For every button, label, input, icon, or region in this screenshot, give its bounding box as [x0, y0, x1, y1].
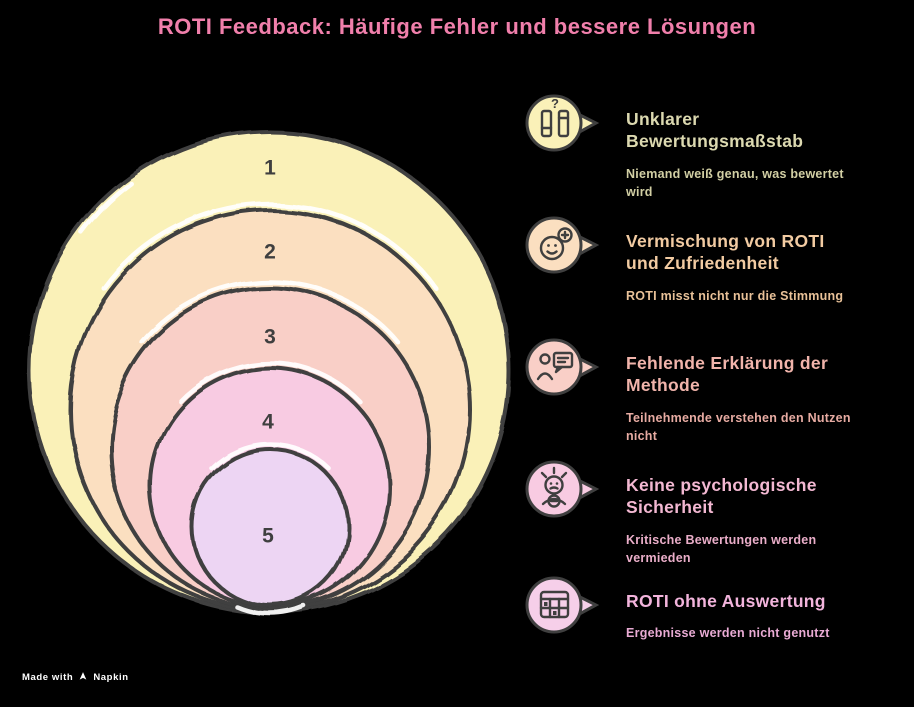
stressed-person-glyph: [540, 466, 568, 508]
legend-item-keine-sicherheit: Keine psychologische Sicherheit Kritisch…: [524, 456, 904, 567]
ring-3-number: 3: [264, 326, 276, 349]
report-table-icon: [525, 576, 600, 634]
legend-item-unklarer-bewertungsmassstab: ? Unklarer Bewertungsmaßstab Niemand wei…: [524, 90, 904, 201]
item-subtitle: Niemand weiß genau, was bewertet wird: [626, 166, 844, 199]
sketch-highlight: [61, 201, 479, 619]
item-title: ROTI ohne Auswertung: [626, 591, 826, 611]
report-table-glyph: [539, 590, 570, 619]
ring-5-number: 5: [262, 525, 274, 548]
ring-1-number: 1: [264, 157, 276, 180]
made-with-label: Made with: [22, 672, 74, 683]
rating-scale-question-icon: ?: [525, 94, 600, 152]
item-subtitle: Kritische Bewertungen werden vermieden: [626, 532, 817, 565]
legend-item-fehlende-erklaerung: Fehlende Erklärung der Methode Teilnehme…: [524, 334, 904, 445]
legend-item-roti-ohne-auswertung: ROTI ohne Auswertung Ergebnisse werden n…: [524, 572, 904, 643]
sketch-highlight: [184, 441, 356, 613]
item-subtitle: Ergebnisse werden nicht genutzt: [626, 626, 830, 641]
item-subtitle: Teilnehmende verstehen den Nutzen nicht: [626, 410, 851, 443]
person-explaining-glyph: [536, 351, 574, 381]
item-title: Fehlende Erklärung der Methode: [626, 353, 829, 396]
made-with-napkin: Made with Napkin: [22, 672, 129, 683]
smiley-plus-icon: [525, 216, 600, 274]
ring-5: [190, 447, 350, 607]
page-title: ROTI Feedback: Häufige Fehler und besser…: [157, 14, 757, 39]
legend-item-vermischung: Vermischung von ROTI und Zufriedenheit R…: [524, 212, 904, 305]
item-subtitle: ROTI misst nicht nur die Stimmung: [626, 288, 844, 303]
ring-4-number: 4: [262, 411, 274, 434]
item-title: Unklarer Bewertungsmaßstab: [626, 109, 804, 152]
napkin-brand: Napkin: [93, 672, 129, 683]
rating-scale-glyph: ?: [540, 96, 570, 138]
stressed-person-icon: [525, 460, 600, 518]
ring-2-number: 2: [264, 241, 276, 264]
nested-circles-diagram: 1 2 3 4 5: [28, 130, 512, 619]
item-title: Vermischung von ROTI und Zufriedenheit: [626, 231, 825, 274]
sketch-highlight: [101, 279, 439, 617]
sketch-highlight: [143, 360, 397, 614]
sketch-highlight: [181, 438, 359, 616]
person-explaining-icon: [525, 338, 600, 396]
item-title: Keine psychologische Sicherheit: [626, 475, 817, 518]
smiley-plus-glyph: [539, 227, 573, 261]
napkin-logo-icon: [79, 672, 87, 680]
svg-text:?: ?: [551, 96, 559, 111]
